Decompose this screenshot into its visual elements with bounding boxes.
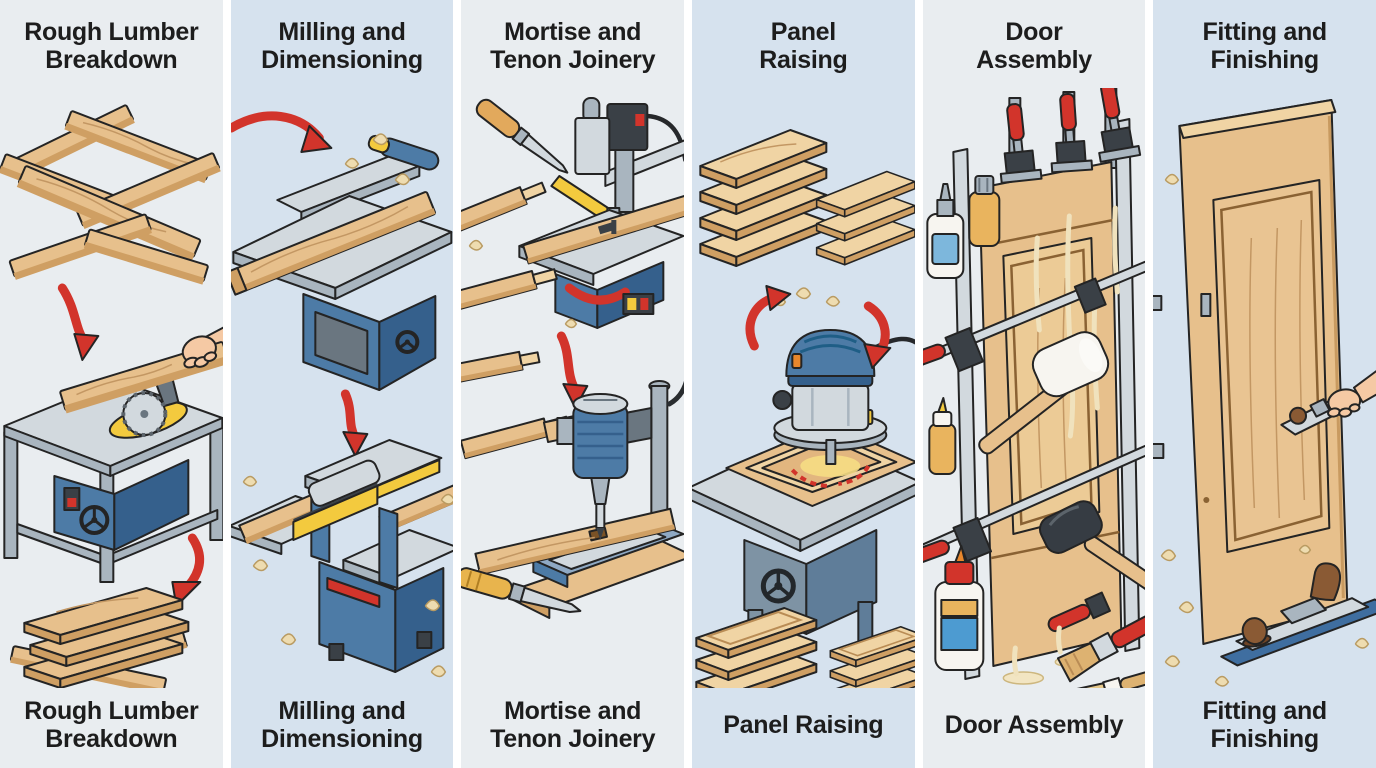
panel-top-title: Door Assembly bbox=[976, 18, 1092, 74]
rubber-mallet bbox=[1038, 500, 1146, 597]
chisel-icon bbox=[461, 567, 582, 614]
panel-bottom-title: Fitting and Finishing bbox=[1202, 697, 1327, 753]
paint-brush-icon bbox=[1056, 613, 1146, 683]
rough-lumber-breakdown-illustration bbox=[0, 104, 223, 688]
door-in-clamps bbox=[977, 161, 1122, 667]
panel-panel-raising: Panel Raising bbox=[692, 0, 915, 768]
panel-top-title: Rough Lumber Breakdown bbox=[24, 18, 199, 74]
mortising-machine bbox=[518, 97, 684, 329]
glue-bottle-small bbox=[927, 397, 956, 475]
panel-bottom-title: Mortise and Tenon Joinery bbox=[490, 697, 656, 753]
flat-panel-stacks bbox=[699, 129, 915, 307]
handwheel-icon bbox=[760, 568, 796, 604]
mortiser-motor bbox=[572, 403, 629, 479]
panel-bottom-title: Door Assembly bbox=[944, 711, 1124, 739]
wood-shaving bbox=[372, 133, 388, 146]
wood-shavings bbox=[1161, 173, 1370, 687]
panel-top-title: Mortise and Tenon Joinery bbox=[490, 18, 656, 74]
panel-fitting-and-finishing: Fitting and Finishing bbox=[1153, 0, 1376, 768]
panel-top-title: Panel Raising bbox=[759, 18, 848, 74]
red-arrow-down-icon bbox=[57, 283, 100, 361]
board-being-mortised bbox=[522, 194, 684, 265]
clamp-end bbox=[1153, 295, 1163, 311]
panel-rough-lumber-breakdown: Rough Lumber Breakdown bbox=[0, 0, 223, 768]
chisel-icon bbox=[476, 98, 569, 174]
jointer bbox=[230, 133, 452, 391]
table-saw bbox=[3, 377, 223, 583]
door-assembly-illustration bbox=[922, 88, 1146, 688]
hand-with-plane bbox=[1280, 367, 1376, 436]
red-arrow-in-icon bbox=[230, 111, 332, 153]
glue-bottle-amber bbox=[967, 175, 1000, 247]
mortise-tenon-illustration bbox=[461, 97, 684, 619]
clamp-handle bbox=[1047, 591, 1111, 633]
milling-illustration bbox=[230, 111, 454, 678]
red-handle bbox=[565, 283, 631, 305]
rough-lumber-pile bbox=[0, 104, 221, 285]
red-arrow-down-icon bbox=[171, 533, 204, 607]
panel-raising-illustration bbox=[692, 129, 915, 688]
glue-bottle-white bbox=[925, 183, 964, 279]
scene-fitting-and-finishing bbox=[1153, 88, 1376, 688]
scene-rough-lumber-breakdown bbox=[0, 88, 223, 688]
rotation-arrows-icon bbox=[745, 285, 892, 369]
hand-feeding-board bbox=[59, 326, 223, 414]
paint-brush-icon bbox=[1072, 668, 1146, 688]
scene-milling-and-dimensioning bbox=[230, 88, 454, 688]
scene-door-assembly bbox=[922, 88, 1146, 688]
panel-door bbox=[1178, 99, 1349, 645]
handwheel-icon bbox=[79, 505, 110, 535]
white-mallet bbox=[977, 331, 1109, 455]
lock-mortise bbox=[1200, 293, 1212, 317]
cut-lumber-stack bbox=[9, 587, 190, 688]
bar-clamps bbox=[922, 88, 1146, 633]
tenon-boards bbox=[461, 181, 609, 460]
panel-mortise-and-tenon-joinery: Mortise and Tenon Joinery bbox=[461, 0, 684, 768]
feed-handle bbox=[667, 381, 684, 407]
panel-top-title: Milling and Dimensioning bbox=[261, 18, 423, 74]
plunge-router bbox=[772, 329, 915, 488]
side-handle bbox=[772, 390, 793, 410]
panel-bottom-title: Panel Raising bbox=[723, 711, 884, 739]
plane-tote bbox=[1310, 562, 1342, 602]
scene-mortise-and-tenon bbox=[461, 88, 684, 688]
red-lever bbox=[325, 577, 380, 608]
board-on-jointer bbox=[230, 191, 436, 296]
red-arrow-down-icon bbox=[340, 389, 368, 457]
handwheel-icon bbox=[394, 330, 419, 354]
plane-knob bbox=[1289, 406, 1308, 425]
router-bit bbox=[825, 439, 837, 465]
panel-door-assembly: Door Assembly bbox=[922, 0, 1146, 768]
panel-milling-and-dimensioning: Milling and Dimensioning bbox=[230, 0, 454, 768]
bench-plane bbox=[1220, 562, 1376, 667]
glue-bottle-large bbox=[933, 545, 984, 671]
clamp-end bbox=[1153, 443, 1165, 459]
panel-bottom-title: Milling and Dimensioning bbox=[261, 697, 423, 753]
raised-panel-stacks bbox=[695, 607, 915, 688]
panel-top-title: Fitting and Finishing bbox=[1202, 18, 1327, 74]
thickness-planer bbox=[230, 439, 454, 678]
fitting-finishing-illustration bbox=[1153, 99, 1376, 687]
scene-panel-raising bbox=[692, 88, 915, 688]
hand-icon bbox=[181, 335, 218, 369]
panel-bottom-title: Rough Lumber Breakdown bbox=[24, 697, 199, 753]
plane-knob bbox=[1241, 617, 1269, 646]
